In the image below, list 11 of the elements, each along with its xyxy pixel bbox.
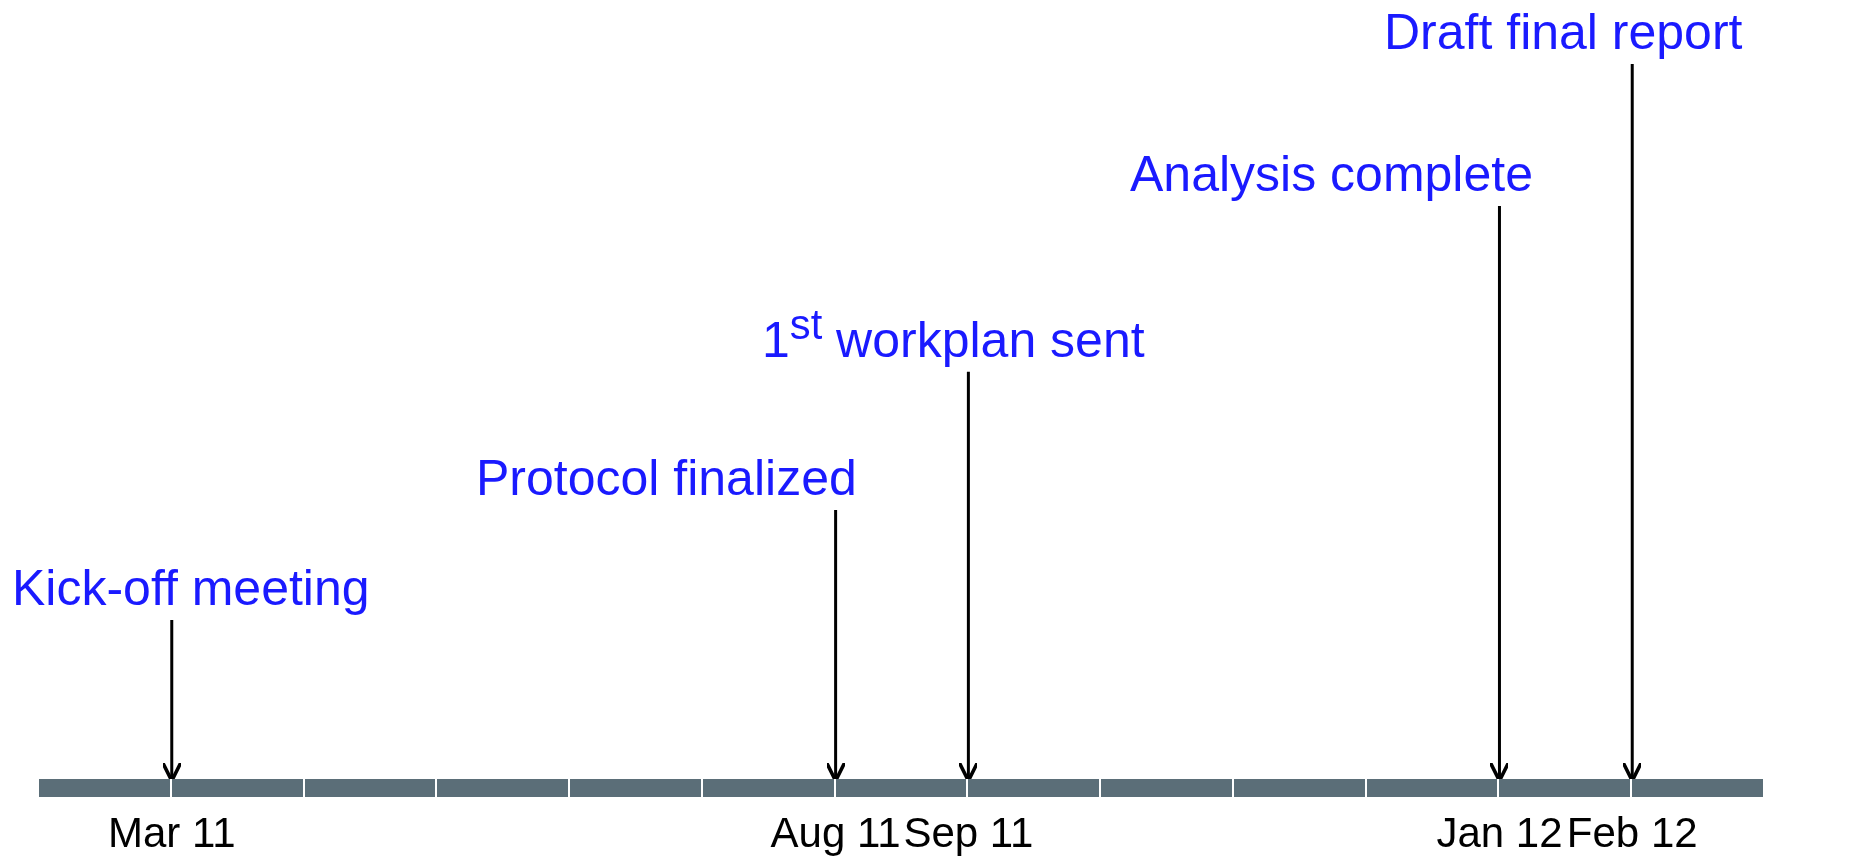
date-label: Feb 12 <box>1566 810 1698 856</box>
milestone-label: Draft final report <box>1384 4 1743 60</box>
timeline-bar <box>39 779 1765 797</box>
date-label: Sep 11 <box>903 810 1034 856</box>
milestone-label: Kick-off meeting <box>12 560 370 616</box>
milestone-label: 1$^{st}$ workplan sent <box>762 297 1145 368</box>
date-label: Jan 12 <box>1436 810 1563 856</box>
milestone-label: Analysis complete <box>1130 146 1533 202</box>
date-label: Aug 11 <box>770 810 901 856</box>
date-label: Mar 11 <box>107 810 236 856</box>
milestone-label: Protocol finalized <box>476 450 857 506</box>
